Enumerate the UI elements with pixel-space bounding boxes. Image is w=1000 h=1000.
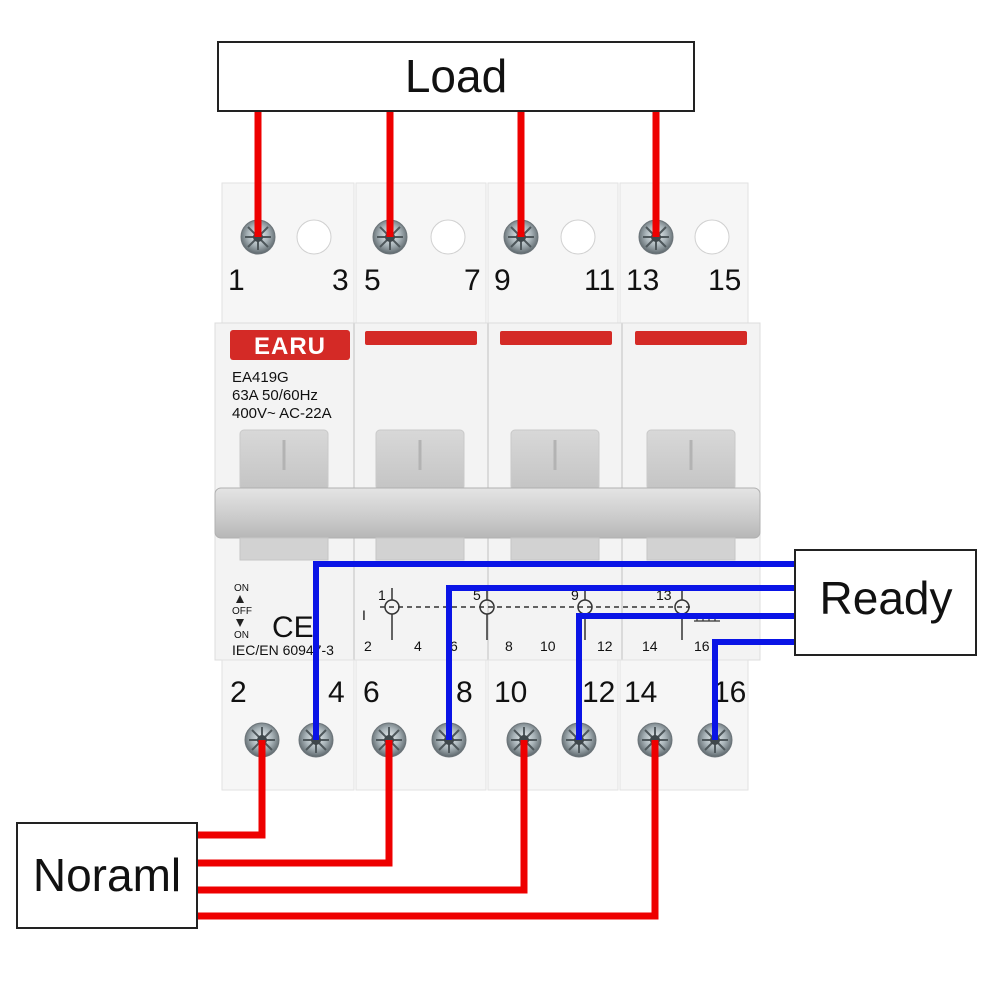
terminal-number-14: 14 [624, 676, 657, 709]
arrow-up-icon [236, 595, 244, 603]
terminal-hole [430, 219, 466, 255]
position-on-top: ON [234, 583, 249, 594]
terminal-number-6: 6 [363, 676, 380, 709]
rating-text: 63A 50/60Hz [232, 387, 318, 404]
top-terminal-block-4 [619, 182, 749, 324]
terminal-number-9: 9 [494, 264, 511, 297]
ready-label-box: Ready [794, 549, 977, 656]
handle-tie-bar[interactable] [214, 487, 761, 539]
schematic-top-9: 9 [571, 587, 579, 603]
load-label: Load [405, 50, 507, 102]
schematic-bottom-2: 2 [364, 638, 372, 654]
bottom-terminal-block-2 [355, 659, 487, 791]
normal-label: Noraml [33, 849, 181, 901]
bottom-terminal-block-4 [619, 659, 749, 791]
normal-label-box: Noraml [16, 822, 198, 929]
schematic-bottom-8: 8 [505, 638, 513, 654]
normal-wire-6 [197, 740, 393, 867]
schematic-bottom-6: 6 [450, 638, 458, 654]
terminal-number-8: 8 [456, 676, 473, 709]
terminal-number-13: 13 [626, 264, 659, 297]
normal-wire-2 [197, 740, 266, 839]
ce-mark-icon: CE [272, 611, 314, 644]
ready-wires [313, 561, 796, 740]
normal-wire-10 [197, 740, 528, 894]
schematic-bottom-10: 10 [540, 638, 556, 654]
arrow-down-icon [236, 619, 244, 627]
brand-badge [230, 330, 350, 360]
red-strip-4 [635, 331, 747, 345]
position-off: OFF [232, 606, 252, 617]
voltage-text: 400V~ AC-22A [232, 405, 332, 422]
model-number: EA419G [232, 369, 289, 386]
switch-device: EARU EA419G 63A 50/60Hz 400V~ AC-22A ON … [214, 182, 761, 791]
terminal-number-3: 3 [332, 264, 349, 297]
schematic-top-1: 1 [378, 587, 386, 603]
top-terminal-block-1 [221, 182, 355, 324]
load-label-box: Load [217, 41, 695, 112]
bottom-terminal-block-3 [487, 659, 619, 791]
position-on-bottom: ON [234, 630, 249, 641]
top-terminal-block-3 [487, 182, 619, 324]
terminal-number-4: 4 [328, 676, 345, 709]
terminal-hole [296, 219, 332, 255]
ready-label: Ready [820, 572, 953, 624]
terminal-hole [694, 219, 730, 255]
schematic-roman-one: I [362, 607, 366, 623]
terminal-hole [560, 219, 596, 255]
ready-wire-16 [712, 639, 796, 740]
schematic-bottom-4: 4 [414, 638, 422, 654]
terminal-number-12: 12 [582, 676, 615, 709]
schematic-top-5: 5 [473, 587, 481, 603]
terminal-number-16: 16 [713, 676, 746, 709]
ready-wire-8 [446, 585, 796, 740]
bottom-terminal-block-1 [221, 659, 355, 791]
terminal-number-1: 1 [228, 264, 245, 297]
normal-wire-14 [197, 740, 659, 920]
ready-wire-12 [576, 613, 796, 740]
terminal-number-2: 2 [230, 676, 247, 709]
brand-name: EARU [254, 333, 326, 360]
load-wires [254, 111, 660, 237]
schematic-bottom-14: 14 [642, 638, 658, 654]
internal-schematic: I 1 5 9 13 2 4 [362, 587, 720, 654]
terminal-number-10: 10 [494, 676, 527, 709]
standard-text: IEC/EN 60947-3 [232, 642, 334, 658]
red-strip-2 [365, 331, 477, 345]
normal-wires [197, 740, 659, 920]
schematic-bottom-12: 12 [597, 638, 613, 654]
terminal-number-11: 11 [584, 264, 615, 297]
red-strip-3 [500, 331, 612, 345]
terminal-number-7: 7 [464, 264, 481, 297]
schematic-bottom-16: 16 [694, 638, 710, 654]
terminal-number-15: 15 [708, 264, 741, 297]
terminal-number-5: 5 [364, 264, 381, 297]
top-terminal-block-2 [355, 182, 487, 324]
ready-wire-4 [313, 561, 796, 740]
